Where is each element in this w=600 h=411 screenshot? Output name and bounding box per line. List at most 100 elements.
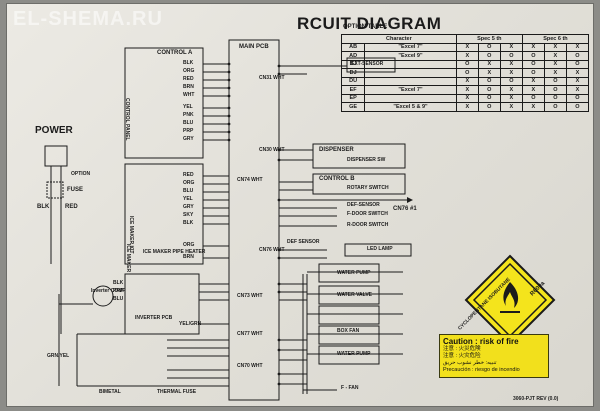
table-cell: O <box>565 59 590 69</box>
table-cell: X <box>543 51 567 61</box>
water-valve-label: WATER VALVE <box>337 292 372 298</box>
table-cell: O <box>455 68 479 78</box>
table-cell: X <box>565 42 590 52</box>
wire-label: BRN <box>183 84 194 90</box>
table-cell: O <box>543 85 567 95</box>
table-cell: X <box>477 68 501 78</box>
def-sensor-label: DEF-SENSOR <box>347 202 380 208</box>
box-fan-label: BOX FAN <box>337 328 360 334</box>
table-cell: X <box>499 59 523 69</box>
table-cell: O <box>499 51 523 61</box>
wire-label: ORG <box>183 242 195 248</box>
connector-label: CN74 WHT <box>237 177 263 183</box>
water-pump2-label: WATER PUMP <box>337 351 371 357</box>
caution-line: Precaución : riesgo de incendio <box>443 367 520 374</box>
rotary-switch-label: ROTARY SWITCH <box>347 185 389 191</box>
option-label: OPTION <box>71 171 91 177</box>
table-cell: GE <box>340 102 366 112</box>
table-cell: O <box>521 59 545 69</box>
wire-label: PRP <box>183 128 194 134</box>
table-cell: X <box>565 85 590 95</box>
footer-revision: 3060-PJT REV (0.0) <box>513 396 559 402</box>
table-cell: AD <box>340 51 366 61</box>
power-blk-label: BLK <box>37 204 50 210</box>
cn76-label: CN76 #1 <box>393 206 417 212</box>
wiring-lines <box>44 39 413 401</box>
f-door-switch-label: F-DOOR SWITCH <box>347 211 388 217</box>
table-cell: X <box>565 68 590 78</box>
wire-label: BLU <box>183 188 194 194</box>
table-cell: AB <box>340 42 366 52</box>
thermal-fuse-label: THERMAL FUSE <box>157 389 197 395</box>
ice-maker-label: ICE MAKER <box>125 244 131 273</box>
power-label: POWER <box>35 125 73 136</box>
connector-label: CN70 WHT <box>237 363 263 369</box>
table-cell: X <box>521 42 545 52</box>
connector-label: CN31 WHT <box>259 75 285 81</box>
water-pump-label: WATER PUMP <box>337 270 371 276</box>
table-header: Spec 5 th <box>455 34 523 44</box>
inverter-comp-label: Inverter COMP <box>91 288 126 294</box>
table-header-row: Character Spec 5 th Spec 6 th <box>341 34 590 44</box>
table-cell: X <box>521 76 545 86</box>
wire-label: RED <box>183 76 194 82</box>
yel-grn-label: YEL/GRN <box>179 321 202 327</box>
table-cell: O <box>477 42 501 52</box>
wire-label: BLK <box>183 60 194 66</box>
table-cell: X <box>455 85 479 95</box>
option-table-title: OPTION TABLE <box>343 24 388 30</box>
wire-label: BLU <box>183 120 194 126</box>
grn-yel-label: GRN/YEL <box>47 353 70 359</box>
table-cell: X <box>455 51 479 61</box>
table-cell: X <box>543 59 567 69</box>
f-fan-label: F - FAN <box>341 385 359 391</box>
bimetal-label: BIMETAL <box>99 389 121 395</box>
table-cell: X <box>499 68 523 78</box>
table-cell: "Excel 9" <box>364 51 457 61</box>
table-header: Spec 6 th <box>521 34 590 44</box>
table-cell: X <box>499 93 523 103</box>
caution-heading: Caution : risk of fire <box>443 337 519 346</box>
table-cell: O <box>477 51 501 61</box>
table-cell <box>364 93 457 103</box>
table-cell: X <box>455 76 479 86</box>
table-cell: X <box>565 76 590 86</box>
wire-label: ORG <box>183 68 195 74</box>
table-cell: X <box>455 102 479 112</box>
table-cell: O <box>477 85 501 95</box>
table-cell <box>364 68 457 78</box>
wire-label: WHT <box>183 92 195 98</box>
table-cell: O <box>521 51 545 61</box>
flammable-hazard-label <box>464 254 556 346</box>
control-a-title: CONTROL A <box>157 50 193 56</box>
fuse-label: FUSE <box>67 187 84 193</box>
wire-label: GRY <box>183 136 194 142</box>
table-cell: X <box>455 93 479 103</box>
table-cell: O <box>565 93 590 103</box>
dispenser-sw-label: DISPENSER SW <box>347 157 386 163</box>
wire-label: RED <box>183 172 194 178</box>
table-cell: X <box>499 42 523 52</box>
connector-label: CN77 WHT <box>237 331 263 337</box>
table-cell: O <box>565 102 590 112</box>
table-cell: X <box>499 102 523 112</box>
circuit-diagram-sheet: EL-SHEMA.RU RCUIT DIAGRAM <box>6 3 594 407</box>
option-table: Character Spec 5 th Spec 6 th AB"Excel 7… <box>340 34 590 112</box>
table-cell: EP <box>340 93 366 103</box>
table-cell: "Excel 7" <box>364 42 457 52</box>
table-cell: O <box>477 93 501 103</box>
led-lamp-label: LED LAMP <box>367 246 393 252</box>
wire-label: ORG <box>183 180 195 186</box>
def-sensor2-label: DEF SENSOR <box>287 239 320 245</box>
wire-label: BLK <box>183 220 194 226</box>
table-cell: O <box>543 76 567 86</box>
table-cell: X <box>543 68 567 78</box>
